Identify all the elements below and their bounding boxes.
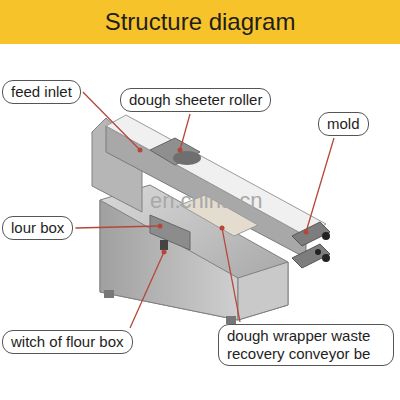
part-name: dough sheeter roller — [129, 91, 262, 109]
diagram-title: Structure diagram — [0, 0, 400, 44]
leader-dot — [304, 230, 309, 235]
callout-box: lour box — [2, 216, 73, 240]
leader-dot — [162, 250, 167, 255]
callout-box: feed inlet — [2, 80, 81, 104]
leader-dot — [178, 148, 183, 153]
callout-box: dough wrapper waste recovery conveyor be — [218, 324, 394, 366]
part-name: feed inlet — [11, 83, 72, 101]
leader-line — [306, 138, 334, 232]
leader-line — [180, 114, 190, 150]
part-name: witch of flour box — [11, 333, 124, 351]
watermark: en.china.cn — [150, 188, 263, 214]
leader-line — [222, 228, 240, 322]
leader-dot — [220, 226, 225, 231]
leader-line — [130, 252, 164, 328]
callout-box: dough sheeter roller — [120, 88, 271, 112]
callout-box: mold — [318, 112, 369, 136]
leader-dot — [138, 148, 143, 153]
part-name: dough wrapper waste recovery conveyor be — [227, 327, 385, 363]
leader-dot — [158, 224, 163, 229]
leader-line — [75, 226, 160, 228]
part-name: mold — [327, 115, 360, 133]
part-name: lour box — [11, 219, 64, 237]
callout-box: witch of flour box — [2, 330, 133, 354]
